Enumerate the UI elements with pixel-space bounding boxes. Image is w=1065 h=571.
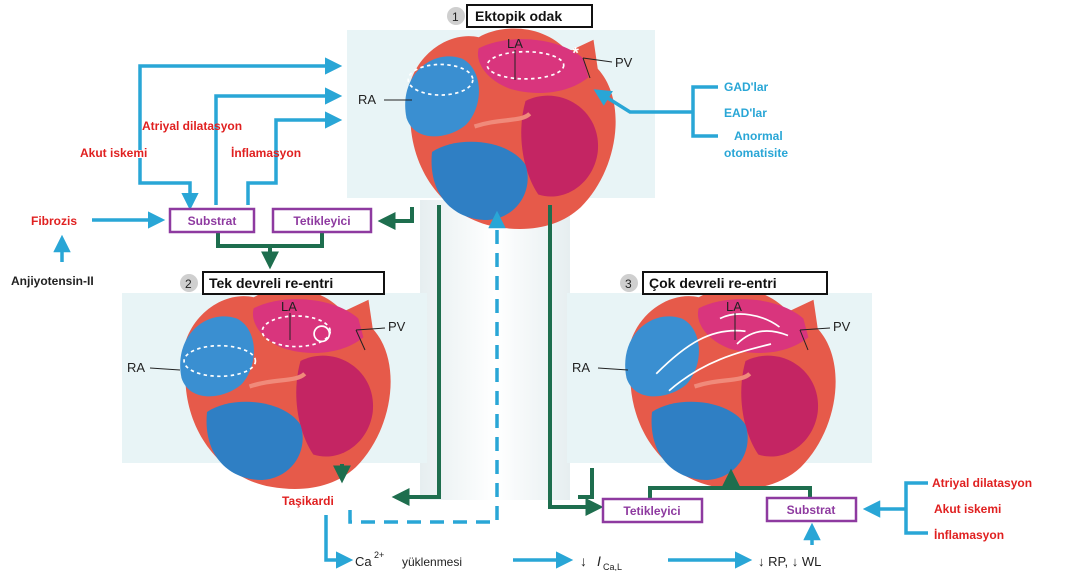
label-ra-2: RA <box>127 360 145 375</box>
panel-3-title-text: Çok devreli re-entri <box>649 275 777 291</box>
tetikleyici-box-left: Tetikleyici <box>273 209 371 232</box>
mechanism-anormal: Anormal <box>734 129 783 143</box>
substrat-left-label: Substrat <box>188 214 237 228</box>
label-ra-3: RA <box>572 360 590 375</box>
panel-3-number: 3 <box>625 277 632 291</box>
substrat-box-left: Substrat <box>170 209 254 232</box>
tetikleyici-box-right: Tetikleyici <box>603 499 702 522</box>
tetikleyici-right-label: Tetikleyici <box>623 504 680 518</box>
label-la-3: LA <box>726 299 742 314</box>
panel-1-number: 1 <box>452 10 459 24</box>
tasikardi-label: Taşikardi <box>282 494 334 508</box>
mechanism-gad: GAD'lar <box>724 80 769 94</box>
ical-arrow: ↓ <box>580 553 587 569</box>
substrat-right-label: Substrat <box>787 503 836 517</box>
rp-wl-label: ↓ RP, ↓ WL <box>758 554 821 569</box>
panel-2-number: 2 <box>185 277 192 291</box>
bottom-chain-arrows <box>326 515 812 560</box>
panel-2-title-text: Tek devreli re-entri <box>209 275 333 291</box>
ca-text: Ca <box>355 554 372 569</box>
panel-cok-devreli: LA PV RA <box>567 288 872 489</box>
ca-superscript: 2+ <box>374 550 384 560</box>
mechanism-ead: EAD'lar <box>724 106 767 120</box>
ectopic-star-icon: * <box>572 44 579 63</box>
background-column <box>420 200 570 500</box>
panel-3-title: 3 Çok devreli re-entri <box>620 272 827 294</box>
ical-label: ↓ I Ca,L <box>580 553 622 571</box>
factor-inflamasyon: İnflamasyon <box>231 145 301 160</box>
factor-atriyal-dilatasyon: Atriyal dilatasyon <box>142 119 242 133</box>
factor-right-atriyal: Atriyal dilatasyon <box>932 476 1032 490</box>
panel-1-title: 1 Ektopik odak <box>447 5 592 27</box>
label-pv-3: PV <box>833 319 851 334</box>
ical-subscript: Ca,L <box>603 562 622 571</box>
panel-tek-devreli: LA PV RA <box>122 288 427 489</box>
yuklenmesi-text: yüklenmesi <box>402 555 462 569</box>
tetikleyici-left-label: Tetikleyici <box>293 214 350 228</box>
factor-right-inflamasyon: İnflamasyon <box>934 527 1004 542</box>
label-ra-1: RA <box>358 92 376 107</box>
ca-yuklenmesi-label: Ca 2+ yüklenmesi <box>355 550 462 569</box>
panel-1-title-text: Ektopik odak <box>475 8 562 24</box>
panel-ektopik-odak: * LA PV RA <box>347 28 655 229</box>
label-pv-2: PV <box>388 319 406 334</box>
factor-right-akut: Akut iskemi <box>934 502 1001 516</box>
panel-2-title: 2 Tek devreli re-entri <box>180 272 384 294</box>
factor-akut-iskemi: Akut iskemi <box>80 146 147 160</box>
substrat-box-right: Substrat <box>767 498 856 521</box>
right-bottom-bracket <box>868 483 928 533</box>
label-pv-1: PV <box>615 55 633 70</box>
factor-anjiyotensin: Anjiyotensin-II <box>11 274 94 288</box>
mechanism-otomatisite: otomatisite <box>724 146 788 160</box>
label-la-1: LA <box>507 36 523 51</box>
factor-fibrozis: Fibrozis <box>31 214 77 228</box>
label-la-2: LA <box>281 299 297 314</box>
ical-i: I <box>597 553 601 569</box>
